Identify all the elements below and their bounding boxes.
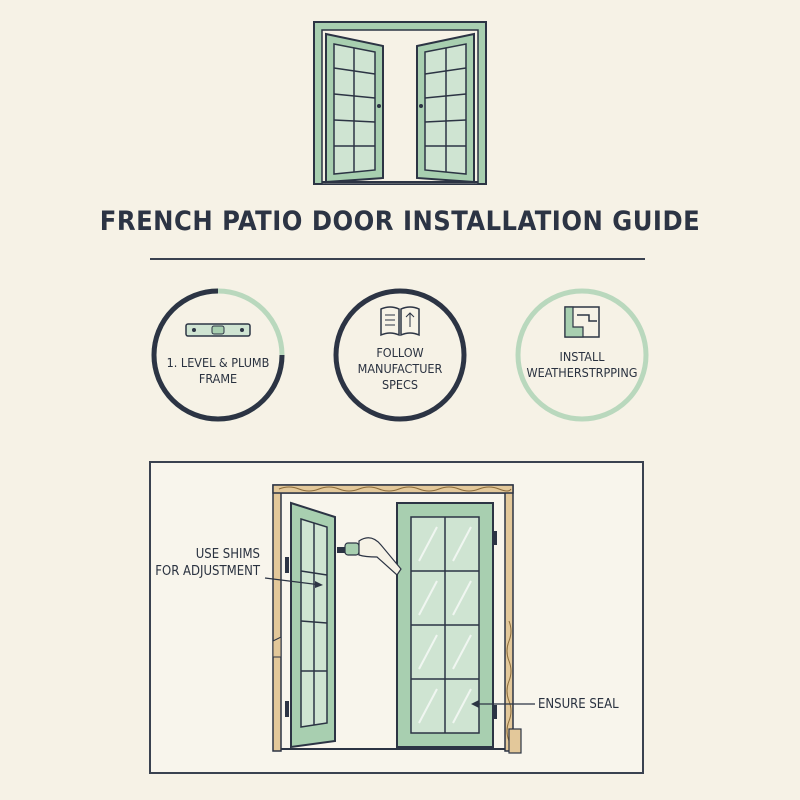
step-label: 1. LEVEL & PLUMB FRAME [166,355,270,386]
progress-ring [151,288,285,422]
progress-ring [333,288,467,422]
step-follow-manufacturer-specs: FOLLOW MANUFACTUER SPECS [330,285,470,425]
step-label: FOLLOW MANUFACTUER SPECS [357,345,443,392]
spirit-level-icon [185,323,251,337]
progress-ring [515,288,649,422]
weatherstrip-icon [564,306,600,338]
open-manual-icon [380,306,420,337]
step-label: INSTALL WEATHERSTRPPING [526,349,638,380]
step-level-plumb-frame: 1. LEVEL & PLUMB FRAME [148,285,288,425]
title-divider [150,258,645,260]
open-french-doors-illustration [313,21,487,185]
step-install-weatherstripping: INSTALL WEATHERSTRPPING [512,285,652,425]
callout-use-shims: USE SHIMS FOR ADJUSTMENT [155,547,260,579]
page-title: FRENCH PATIO DOOR INSTALLATION GUIDE [99,206,701,237]
callout-ensure-seal: ENSURE SEAL [538,697,619,712]
door-installation-illustration [264,484,535,754]
